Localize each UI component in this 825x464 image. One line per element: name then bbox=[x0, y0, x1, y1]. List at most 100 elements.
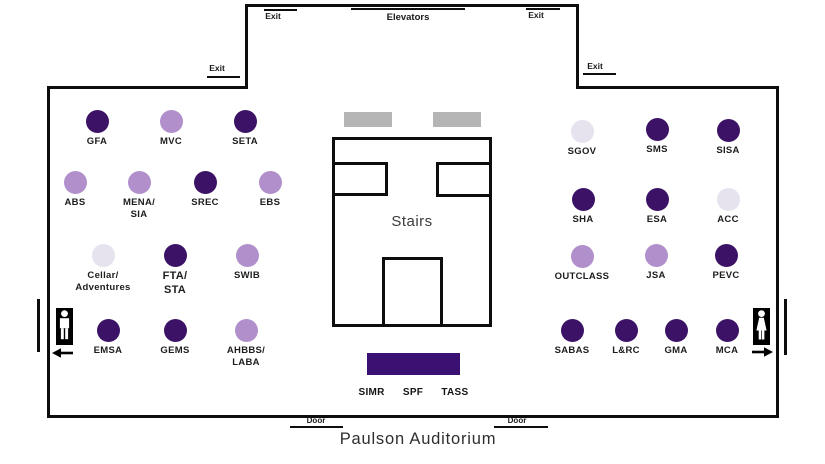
booth-dot-ahbbs-laba bbox=[234, 319, 258, 342]
booth-fta-sta: FTA/ STA bbox=[115, 244, 235, 298]
door-label: Door bbox=[507, 416, 527, 425]
booth-sabas: SABAS bbox=[512, 319, 632, 357]
booth-jsa: JSA bbox=[596, 244, 716, 282]
booth-dot-ebs bbox=[258, 171, 282, 194]
exit-opening-line bbox=[583, 73, 616, 75]
booth-dot-emsa bbox=[96, 319, 120, 342]
booth-label-outclass: OUTCLASS bbox=[554, 271, 610, 282]
booth-mena-sia: MENA/ SIA bbox=[79, 171, 199, 221]
wall-left bbox=[47, 86, 50, 418]
booth-label-fta-sta: FTA/ STA bbox=[162, 270, 188, 296]
lobby-wall-right bbox=[576, 4, 579, 89]
booth-dot-sabas bbox=[560, 319, 584, 342]
booth-lrc: L&RC bbox=[566, 319, 686, 357]
stairs-well-bottom bbox=[382, 257, 443, 327]
booth-dot-swib bbox=[235, 244, 259, 267]
booth-abs: ABS bbox=[15, 171, 135, 209]
exit-label: Exit bbox=[265, 11, 281, 21]
booth-dot-mena-sia bbox=[127, 171, 151, 194]
exit-label: Exit bbox=[209, 63, 225, 73]
booth-dot-cellar-adventures bbox=[91, 244, 115, 267]
booth-label-sisa: SISA bbox=[716, 145, 740, 156]
male-restroom-icon bbox=[56, 308, 73, 345]
booth-dot-abs bbox=[63, 171, 87, 194]
booth-label-pevc: PEVC bbox=[712, 270, 740, 281]
booth-sgov: SGOV bbox=[522, 120, 642, 158]
booth-dot-gems bbox=[163, 319, 187, 342]
door-label: Door bbox=[306, 416, 326, 425]
stairs-landing-left bbox=[344, 112, 392, 127]
booth-label-lrc: L&RC bbox=[612, 345, 640, 356]
booth-dot-sha bbox=[571, 188, 595, 211]
wall-top-right bbox=[576, 86, 779, 89]
female-restroom-icon bbox=[753, 308, 770, 345]
booth-label-gma: GMA bbox=[664, 345, 688, 356]
right-arrow-icon bbox=[751, 345, 773, 363]
stairs-label: Stairs bbox=[391, 213, 433, 230]
booth-label-jsa: JSA bbox=[646, 270, 666, 281]
booth-swib: SWIB bbox=[187, 244, 307, 282]
booth-sisa: SISA bbox=[668, 119, 788, 157]
booth-dot-sgov bbox=[570, 120, 594, 143]
booth-label-sha: SHA bbox=[572, 214, 594, 225]
wall-top-left bbox=[47, 86, 248, 89]
booth-label-swib: SWIB bbox=[233, 270, 260, 281]
elevators-label: Elevators bbox=[386, 12, 430, 23]
exit-label: Exit bbox=[587, 61, 603, 71]
stage-rect bbox=[367, 353, 460, 375]
booth-label-seta: SETA bbox=[232, 136, 258, 147]
exit-opening-line bbox=[526, 8, 560, 10]
lobby-wall-top bbox=[245, 4, 579, 7]
booth-label-sms: SMS bbox=[646, 144, 668, 155]
booth-label-mena-sia: MENA/ SIA bbox=[122, 197, 156, 220]
booth-emsa: EMSA bbox=[48, 319, 168, 357]
booth-ahbbs-laba: AHBBS/ LABA bbox=[186, 319, 306, 369]
booth-ebs: EBS bbox=[210, 171, 330, 209]
booth-sms: SMS bbox=[597, 118, 717, 156]
booth-label-acc: ACC bbox=[717, 214, 739, 225]
left-exterior-line bbox=[37, 299, 40, 352]
booth-dot-pevc bbox=[714, 244, 738, 267]
booth-gems: GEMS bbox=[115, 319, 235, 357]
booth-srec: SREC bbox=[145, 171, 265, 209]
door-opening-line bbox=[290, 426, 343, 428]
booth-dot-gfa bbox=[85, 110, 109, 133]
booth-label-abs: ABS bbox=[64, 197, 86, 208]
booth-label-ebs: EBS bbox=[259, 197, 281, 208]
booth-label-gems: GEMS bbox=[160, 345, 190, 356]
booth-dot-sisa bbox=[716, 119, 740, 142]
booth-label-sabas: SABAS bbox=[554, 345, 590, 356]
exit-opening-line bbox=[207, 76, 240, 78]
booth-esa: ESA bbox=[597, 188, 717, 226]
booth-label-ahbbs-laba: AHBBS/ LABA bbox=[226, 345, 266, 368]
booth-dot-jsa bbox=[644, 244, 668, 267]
elevators-opening-line bbox=[351, 8, 465, 10]
booth-label-mvc: MVC bbox=[159, 136, 182, 147]
booth-dot-mvc bbox=[159, 110, 183, 133]
booth-cellar-adventures: Cellar/ Adventures bbox=[43, 244, 163, 294]
exit-label: Exit bbox=[528, 10, 544, 20]
booth-label-srec: SREC bbox=[191, 197, 219, 208]
booth-dot-gma bbox=[664, 319, 688, 342]
booth-dot-acc bbox=[716, 188, 740, 211]
booth-gfa: GFA bbox=[37, 110, 157, 148]
booth-dot-mca bbox=[715, 319, 739, 342]
booth-acc: ACC bbox=[668, 188, 788, 226]
booth-seta: SETA bbox=[185, 110, 305, 148]
door-opening-line bbox=[494, 426, 548, 428]
wall-right bbox=[776, 86, 779, 418]
booth-gma: GMA bbox=[616, 319, 736, 357]
booth-label-emsa: EMSA bbox=[93, 345, 123, 356]
booth-dot-outclass bbox=[570, 245, 594, 268]
booth-dot-esa bbox=[645, 188, 669, 211]
wall-bottom bbox=[47, 415, 779, 418]
booth-label-cellar-adventures: Cellar/ Adventures bbox=[75, 270, 131, 293]
lobby-wall-left bbox=[245, 4, 248, 89]
booth-dot-sms bbox=[645, 118, 669, 141]
exit-opening-line bbox=[264, 9, 297, 11]
booth-outclass: OUTCLASS bbox=[522, 245, 642, 283]
left-arrow-icon bbox=[52, 346, 74, 364]
right-exterior-line bbox=[784, 299, 787, 355]
booth-mca: MCA bbox=[667, 319, 787, 357]
